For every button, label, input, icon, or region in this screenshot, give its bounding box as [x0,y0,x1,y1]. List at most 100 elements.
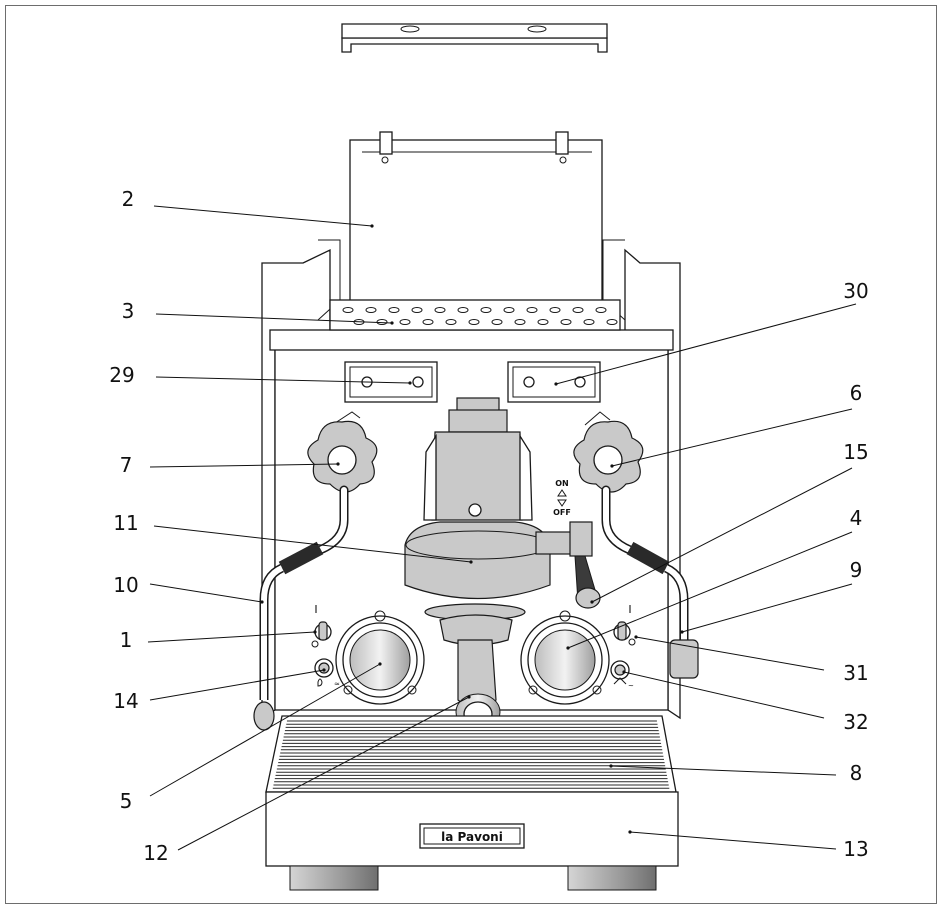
grid-hole [468,319,480,325]
callout-leader-6 [611,408,853,467]
callout-leader-3 [155,313,393,324]
grid-hole [526,307,538,313]
grid-hole [445,319,457,325]
cup-tray-lid [349,131,603,319]
grid-hole [595,307,607,313]
callout-label-32: 32 [843,710,868,734]
left-knob [307,411,378,493]
right-knob [573,411,644,493]
right-steam-wand [601,485,689,640]
grid-hole [388,307,400,313]
callout-label-6: 6 [850,381,863,405]
callout-dot-12 [467,695,471,699]
lid-piece [341,23,608,53]
grid-hole [399,319,411,325]
grid-hole [572,307,584,313]
callout-label-10: 10 [113,573,138,597]
callout-dot-6 [610,464,614,468]
callout-dot-1 [313,630,317,634]
callout-leader-14 [149,669,325,701]
callout-label-7: 7 [120,453,133,477]
left-gauge [335,610,425,705]
callout-dot-13 [628,830,632,834]
callout-dot-2 [370,224,374,228]
callout-leader-32 [623,671,825,719]
callout-dot-14 [322,668,326,672]
callout-label-29: 29 [109,363,134,387]
callout-leader-5 [149,663,381,797]
callout-leader-7 [149,463,339,468]
callout-dot-32 [622,670,626,674]
callout-dot-3 [390,321,394,325]
callout-leader-31 [635,636,825,671]
callout-leader-13 [629,831,837,850]
power-right-label: I [628,603,631,616]
grid-hole [549,307,561,313]
callout-leader-15 [591,467,853,603]
grid-hole [411,307,423,313]
callout-leader-4 [567,531,853,649]
callout-dot-10 [260,600,264,604]
callout-leader-12 [177,696,470,851]
callout-label-13: 13 [843,837,868,861]
callout-label-3: 3 [122,299,135,323]
callout-dot-11 [469,560,473,564]
water-symbol: ≈ [334,680,340,688]
group-lever [535,521,601,609]
grid-hole [606,319,618,325]
grid-hole [422,319,434,325]
callout-dot-29 [408,381,412,385]
grid-hole [491,319,503,325]
machine-feet [289,865,657,891]
callout-dot-8 [609,764,613,768]
callout-leader-30 [555,303,857,385]
callout-label-1: 1 [120,628,133,652]
callout-label-30: 30 [843,279,868,303]
callout-label-12: 12 [143,841,168,865]
grid-hole [583,319,595,325]
left-toggle-switch: I [311,603,332,648]
grid-hole [514,319,526,325]
callout-dot-31 [634,635,638,639]
right-wand-tip [669,639,699,679]
grid-hole [537,319,549,325]
callout-dot-9 [680,630,684,634]
callout-label-5: 5 [120,789,133,813]
callout-leader-29 [155,376,411,384]
group-head [404,397,551,621]
callout-leader-11 [153,525,472,563]
callout-leader-10 [149,583,263,603]
right-control-panel [507,361,601,403]
grid-hole [457,307,469,313]
cup-warmer-grid [329,299,621,331]
brand-plate: la Pavoni [441,830,503,844]
off-label: OFF [553,508,571,517]
heat-symbol: ~ [628,682,634,690]
left-indicator-light: ≈ [314,658,340,688]
grid-hole [480,307,492,313]
callout-leader-8 [610,765,837,776]
power-left-label: I [314,603,317,616]
callout-label-15: 15 [843,440,868,464]
grid-hole [342,307,354,313]
callout-dot-7 [336,462,340,466]
grid-hole [365,307,377,313]
callout-dot-15 [590,600,594,604]
callout-label-11: 11 [113,511,138,535]
callout-dot-30 [554,382,558,386]
left-control-panel [344,361,438,403]
diagram-frame [5,5,937,904]
grid-hole [560,319,572,325]
on-label: ON [555,479,569,488]
drip-tray-grate [265,715,677,793]
callout-dot-4 [566,646,570,650]
on-off-indicator: ON OFF [553,479,571,517]
callout-label-14: 14 [113,689,138,713]
callout-dot-5 [378,662,382,666]
grid-hole [503,307,515,313]
callout-leader-2 [153,205,373,227]
callout-label-4: 4 [850,506,863,530]
